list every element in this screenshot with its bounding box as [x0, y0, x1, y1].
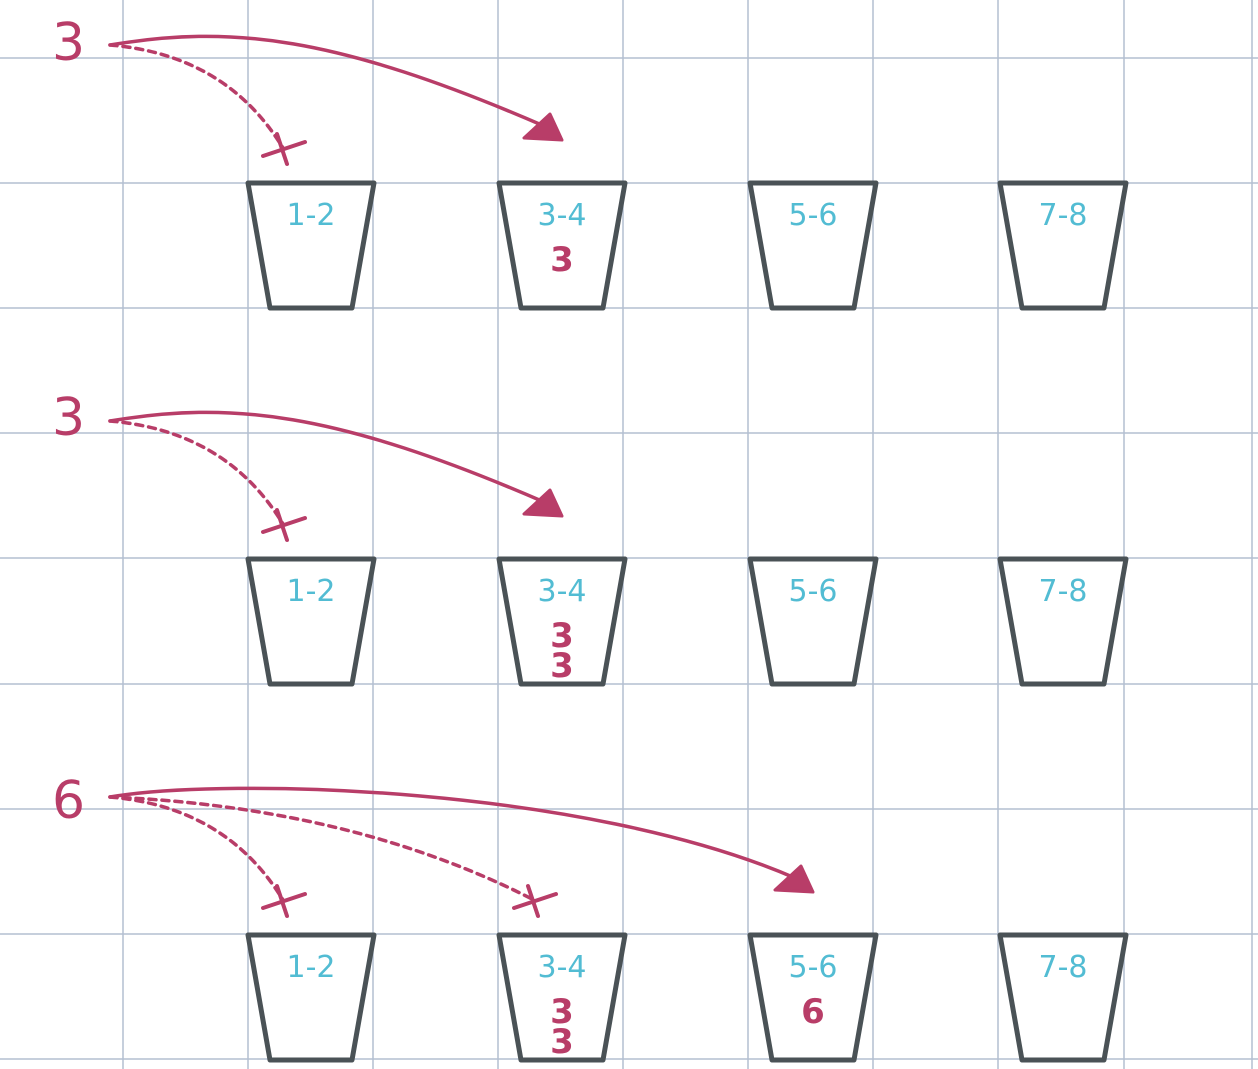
bucket-outline — [997, 180, 1129, 311]
bucket-5-6: 5-66 — [747, 932, 879, 1063]
reject-x-icon — [261, 508, 307, 542]
bucket-range-label: 1-2 — [287, 950, 336, 985]
incoming-number: 3 — [52, 13, 85, 73]
bucket-7-8: 7-8 — [997, 932, 1129, 1063]
bucket-range-label: 3-4 — [538, 198, 587, 233]
bucket-3-4: 3-4 33 — [496, 556, 628, 687]
bucket-1-2: 1-2 — [245, 180, 377, 311]
accepted-arrow — [108, 786, 797, 880]
bucket-item: 3 — [550, 1022, 574, 1062]
arrowhead-icon — [522, 112, 564, 142]
bucket-5-6: 5-6 — [747, 180, 879, 311]
accepted-arrow — [108, 410, 546, 504]
bucket-outline — [747, 180, 879, 311]
bucket-range-label: 5-6 — [789, 574, 838, 609]
bucket-outline — [245, 932, 377, 1063]
bucket-item: 3 — [550, 992, 574, 1032]
reject-x-icon — [261, 132, 307, 166]
bucket-outline — [997, 932, 1129, 1063]
bucket-item: 6 — [801, 992, 825, 1032]
bucket-range-label: 1-2 — [287, 574, 336, 609]
bucket-5-6: 5-6 — [747, 556, 879, 687]
bucket-3-4: 3-4 33 — [496, 932, 628, 1063]
bucket-range-label: 5-6 — [789, 198, 838, 233]
bucket-outline — [245, 180, 377, 311]
bucket-outline — [496, 932, 628, 1063]
arrowhead-icon — [773, 864, 815, 894]
rejected-arrow — [108, 795, 285, 902]
bucket-1-2: 1-2 — [245, 932, 377, 1063]
bucket-outline — [496, 556, 628, 687]
rejected-arrow — [108, 43, 285, 150]
reject-x-icon — [261, 884, 307, 918]
accepted-arrow — [108, 34, 546, 128]
bucket-range-label: 7-8 — [1039, 198, 1088, 233]
reject-x-icon — [512, 884, 558, 918]
bucket-outline — [747, 932, 879, 1063]
bucket-outline — [997, 556, 1129, 687]
bucket-7-8: 7-8 — [997, 180, 1129, 311]
rejected-arrow — [108, 795, 536, 902]
bucket-item: 3 — [550, 646, 574, 686]
bucket-range-label: 3-4 — [538, 950, 587, 985]
bucket-item: 3 — [550, 240, 574, 280]
bucket-range-label: 7-8 — [1039, 574, 1088, 609]
rejected-arrow — [108, 419, 285, 526]
bucket-item: 3 — [550, 616, 574, 656]
bucket-3-4: 3-43 — [496, 180, 628, 311]
bucket-range-label: 7-8 — [1039, 950, 1088, 985]
arrowhead-icon — [522, 488, 564, 518]
incoming-number: 6 — [52, 771, 85, 831]
bucket-range-label: 1-2 — [287, 198, 336, 233]
bucket-range-label: 3-4 — [538, 574, 587, 609]
bucket-range-label: 5-6 — [789, 950, 838, 985]
bucket-7-8: 7-8 — [997, 556, 1129, 687]
bucket-outline — [747, 556, 879, 687]
incoming-number: 3 — [52, 388, 85, 448]
bucket-outline — [245, 556, 377, 687]
bucket-1-2: 1-2 — [245, 556, 377, 687]
bucket-outline — [496, 180, 628, 311]
